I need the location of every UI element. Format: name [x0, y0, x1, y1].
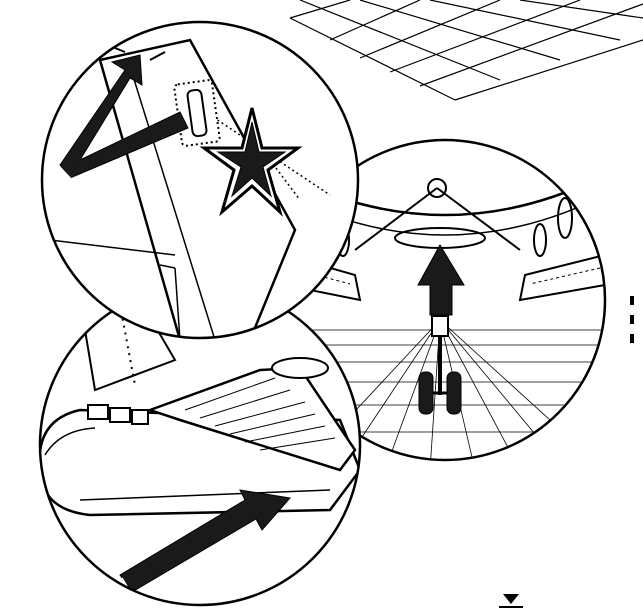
edge-mark — [630, 315, 634, 324]
page-edge-marks — [628, 296, 643, 356]
background-grid — [289, 0, 643, 101]
fuselage-wing-panel — [38, 283, 362, 607]
edge-mark — [630, 296, 634, 305]
edge-mark — [630, 334, 634, 343]
page-marker-underline — [499, 606, 523, 608]
wing-hatching — [184, 377, 336, 451]
down-triangle-icon — [503, 594, 519, 604]
tail-fin-panel — [40, 20, 360, 340]
